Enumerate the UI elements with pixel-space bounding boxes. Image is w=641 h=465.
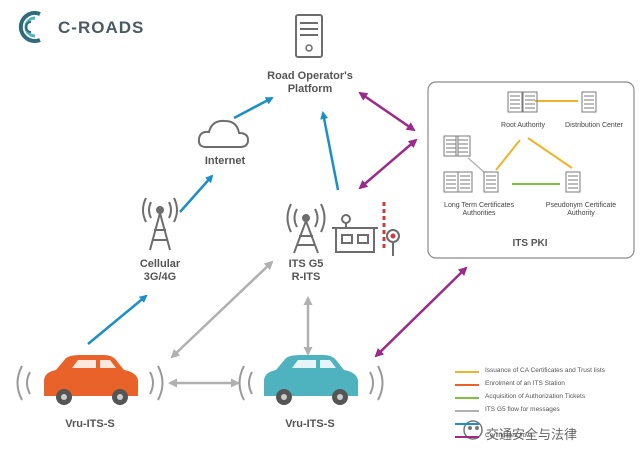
legend-label: Issuance of CA Certificates and Trust li… bbox=[485, 367, 605, 374]
legend-label: Acquisition of Authorization Tickets bbox=[485, 393, 586, 400]
legend-swatch bbox=[455, 410, 479, 412]
c-roads-logo-icon bbox=[18, 11, 41, 43]
arrow-its-pki bbox=[358, 138, 418, 190]
pki-root-label: Root Authority bbox=[501, 122, 545, 129]
car-right-signal-icon bbox=[238, 365, 384, 401]
arrow-car-cellular bbox=[87, 294, 148, 345]
car-left-icon bbox=[44, 355, 138, 405]
pki-distribution-label: Distribution Center bbox=[565, 122, 623, 129]
pki-link-root-pca bbox=[527, 137, 573, 169]
cellular-tower-icon bbox=[142, 197, 178, 251]
pki-title: ITS PKI bbox=[512, 238, 548, 249]
brand-name: C-ROADS bbox=[58, 18, 145, 37]
legend-label: ITS G5 flow for messages bbox=[485, 406, 560, 413]
car-right-icon bbox=[264, 355, 358, 405]
arrow-car-pki bbox=[374, 266, 468, 358]
its-g5-label: ITS G5 R-ITS bbox=[288, 258, 324, 283]
internet-label: Internet bbox=[204, 155, 246, 167]
watermark-logo-icon bbox=[463, 420, 483, 440]
legend-swatch bbox=[455, 384, 479, 386]
car-left-signal-icon bbox=[16, 365, 164, 401]
legend-swatch bbox=[455, 371, 479, 373]
pki-link-root-ltca bbox=[495, 139, 521, 171]
pki-box bbox=[427, 81, 635, 259]
arrow-platform-pki bbox=[358, 91, 416, 132]
pki-ltca-label: Long Term Certificates Authorities bbox=[444, 202, 514, 218]
cloud-icon bbox=[197, 119, 250, 148]
legend-label: Enrolment of an ITS Station bbox=[485, 380, 565, 387]
legend-swatch bbox=[455, 397, 479, 399]
its-g5-tower-icon bbox=[286, 203, 326, 254]
toll-station-icon bbox=[332, 214, 378, 253]
cellular-label: Cellular 3G/4G bbox=[139, 258, 181, 283]
legend-swatch bbox=[455, 436, 479, 438]
platform-label: Road Operator's Platform bbox=[267, 70, 353, 95]
watermark-text: 交通安全与法律 bbox=[486, 428, 578, 443]
arrow-car-its-g5 bbox=[170, 260, 274, 359]
platform-server-icon bbox=[295, 14, 323, 58]
arrow-internet-platform bbox=[233, 96, 274, 120]
vru-right-label: Vru-ITS-S bbox=[285, 418, 335, 430]
arrow-cellular-internet bbox=[179, 174, 214, 213]
legend-label: Certificates flow bbox=[485, 432, 531, 439]
arrow-its-platform bbox=[320, 111, 340, 191]
pki-pca-label: Pseudonym Certificate Authority bbox=[545, 202, 617, 218]
vru-left-label: Vru-ITS-S bbox=[65, 418, 115, 430]
legend-swatch bbox=[455, 423, 479, 425]
barrier-icon bbox=[382, 202, 400, 256]
pki-link-side-ltca bbox=[467, 157, 485, 173]
